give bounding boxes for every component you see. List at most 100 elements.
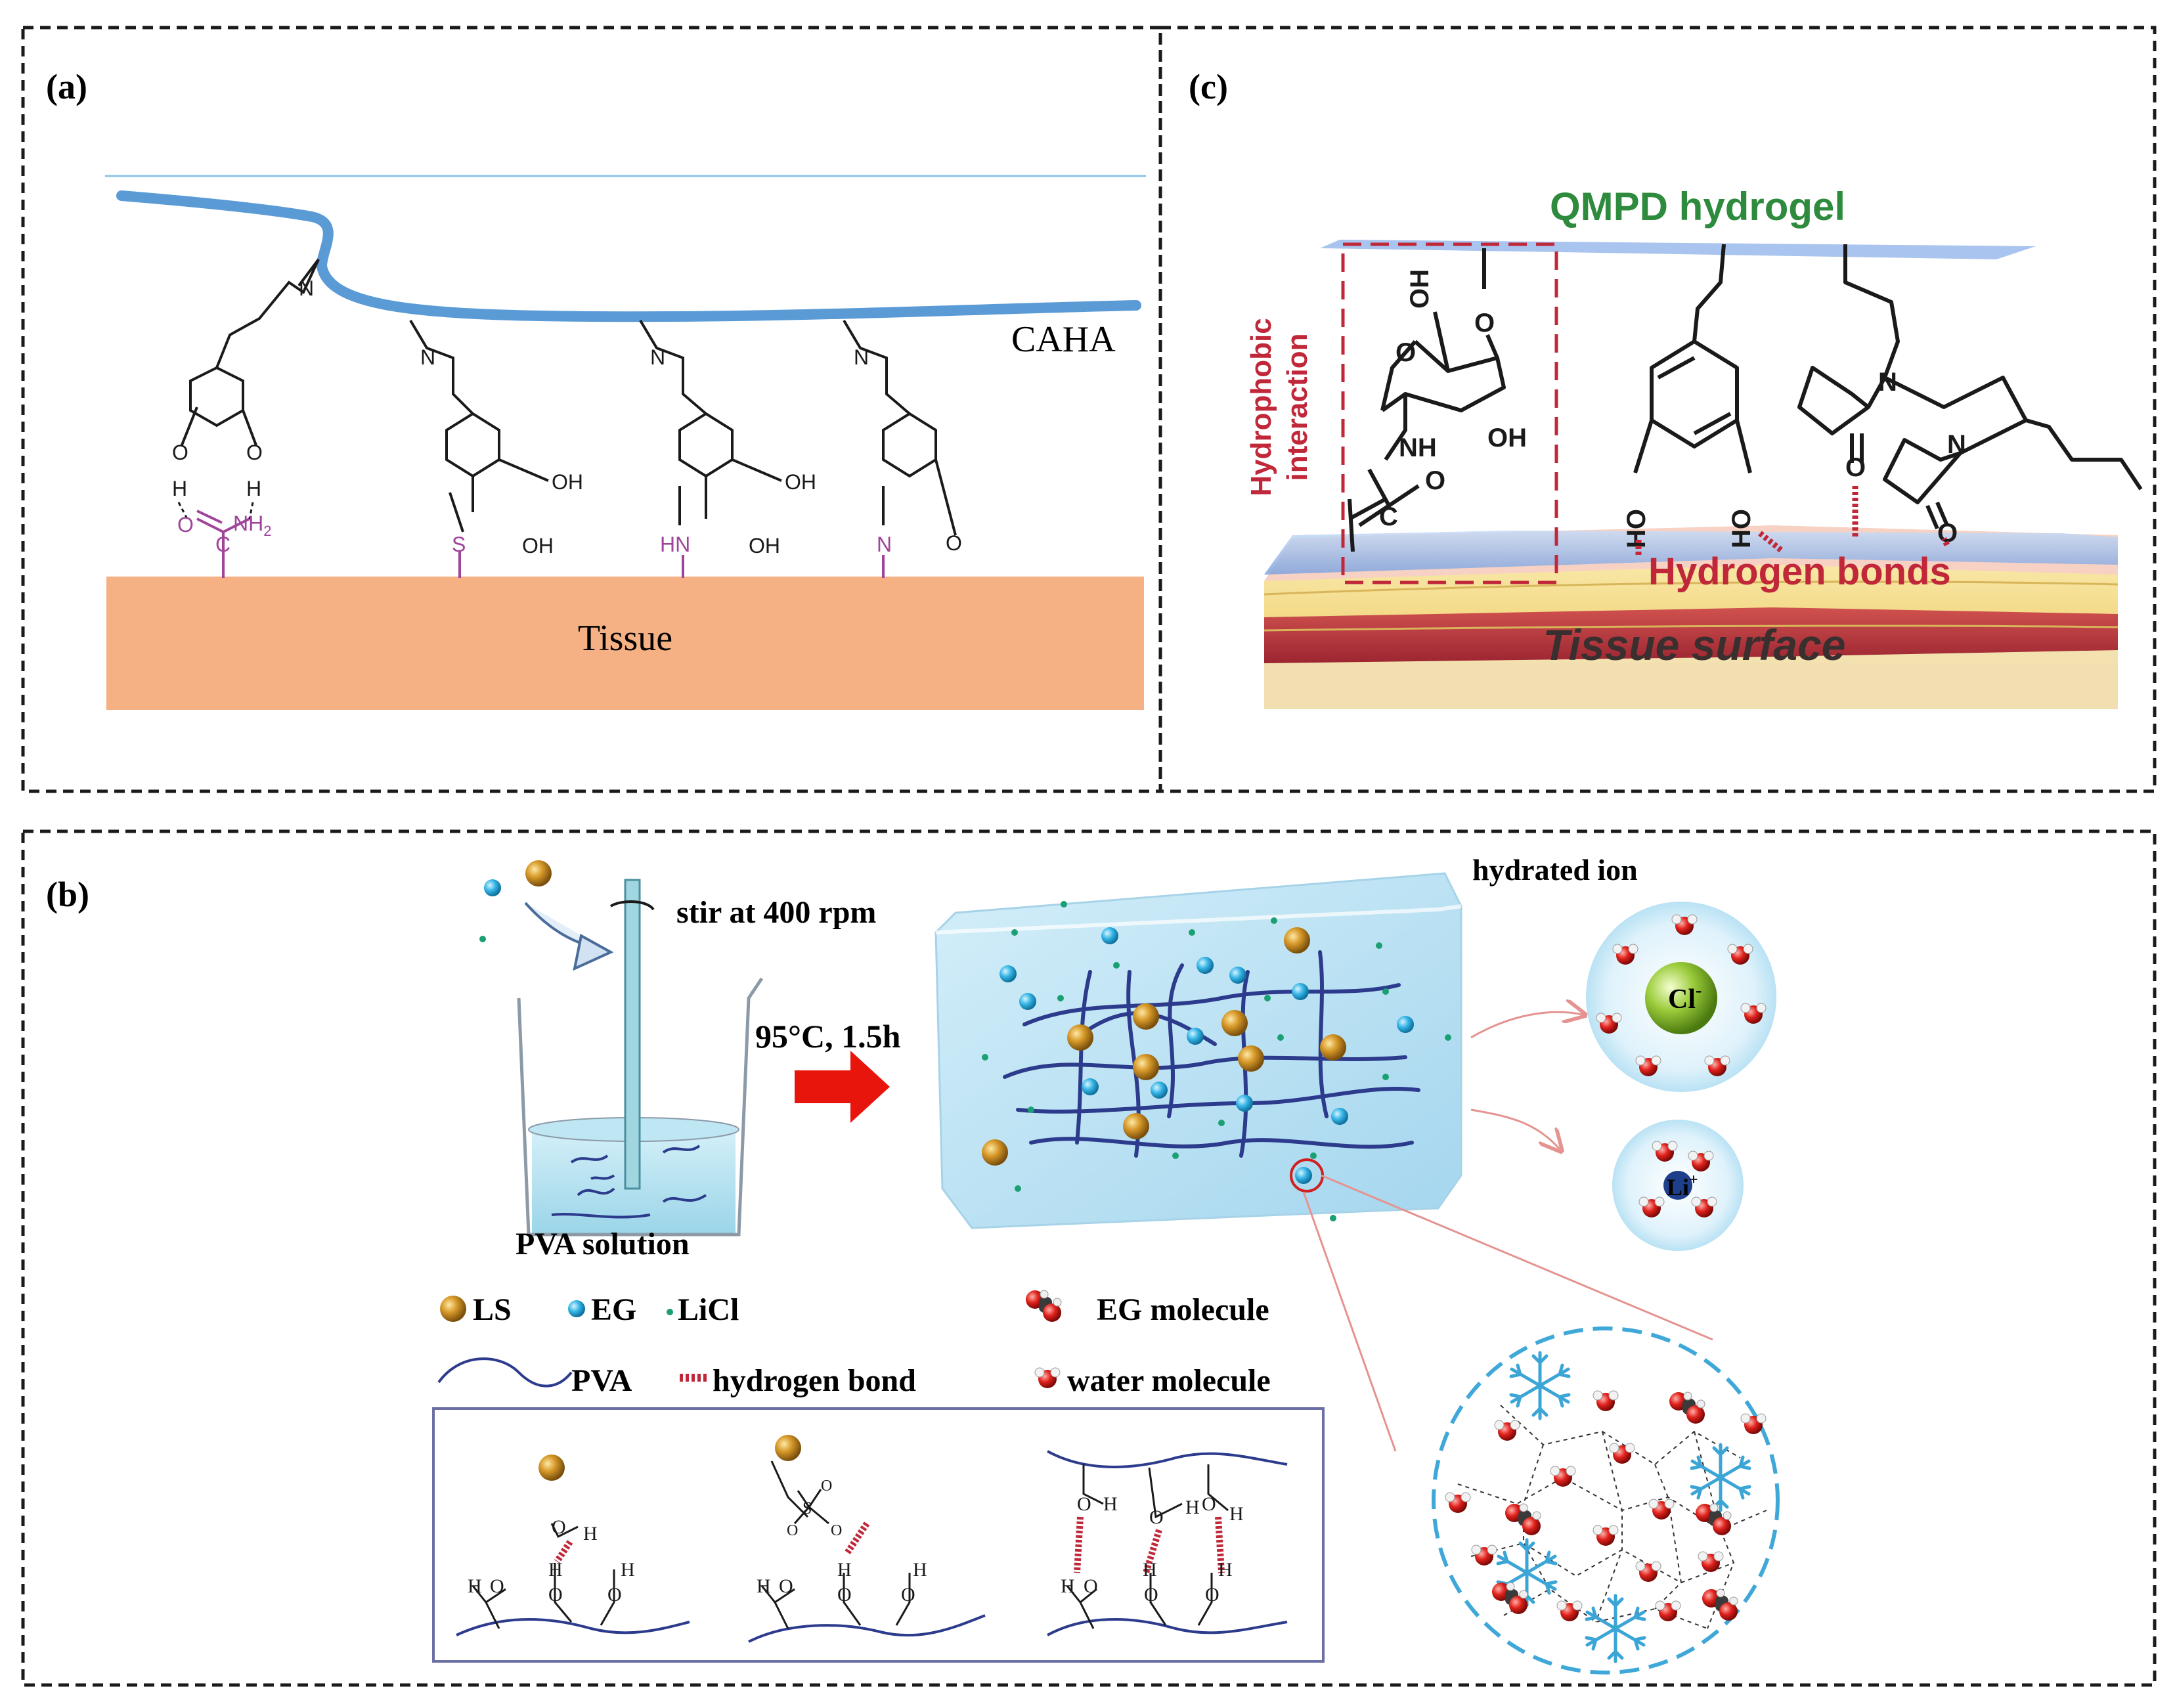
inset-h-2: H bbox=[548, 1559, 563, 1581]
hydrated-ion-title: hydrated ion bbox=[1472, 853, 1638, 887]
process-arrow bbox=[795, 1051, 890, 1123]
inset-o-1: O bbox=[490, 1575, 504, 1597]
tissue-label: Tissue bbox=[578, 618, 672, 659]
inset-o-15: O bbox=[1149, 1506, 1164, 1528]
inset-o-4: O bbox=[552, 1516, 566, 1538]
inset-o-2: O bbox=[548, 1584, 563, 1606]
panel-c: (c) QMPD hydrogel Tissue surface Hydroph… bbox=[1189, 67, 2143, 709]
cl-label: Cl- bbox=[1668, 980, 1702, 1015]
beaker bbox=[479, 860, 764, 1237]
tissue-linkers bbox=[196, 510, 885, 578]
panel-a-hbonds bbox=[177, 502, 254, 519]
inset-h-4: H bbox=[583, 1523, 598, 1544]
caha-label: CAHA bbox=[1011, 319, 1116, 360]
pyr-n-2: N bbox=[1947, 430, 1966, 459]
qmpd-structure bbox=[1348, 244, 2143, 552]
inset-h-9: H bbox=[1143, 1559, 1157, 1581]
amine-hn: HN bbox=[660, 533, 690, 556]
panel-frames bbox=[21, 26, 2157, 1687]
panel-b-frame bbox=[21, 829, 2157, 1687]
imine-n-4: N bbox=[854, 345, 869, 369]
panel-a: (a) Tissue CAHA N N N N bbox=[46, 67, 1146, 710]
tissue-block bbox=[106, 577, 1144, 710]
bonding-inset: H O H O H O O H H O H O H O S O O O H O bbox=[432, 1407, 1325, 1663]
legend: LS EG LiCl EG molecule PVA hydrogen bond… bbox=[437, 1290, 1271, 1398]
legend-licl: LiCl bbox=[678, 1292, 739, 1327]
inset-o-8: O bbox=[821, 1478, 832, 1495]
legend-pva: PVA bbox=[571, 1363, 632, 1398]
inset-o-12: O bbox=[1144, 1584, 1158, 1606]
o-1: O bbox=[172, 441, 188, 464]
quinone-o: O bbox=[946, 531, 962, 555]
panel-b: (b) stir at 400 rpm PVA solution 9 bbox=[46, 853, 1780, 1675]
legend-eg: EG bbox=[591, 1292, 636, 1327]
inset-h-13: H bbox=[1229, 1503, 1244, 1525]
inset-o-9: O bbox=[787, 1522, 798, 1539]
qmpd-title: QMPD hydrogel bbox=[1550, 185, 1845, 229]
inset-s: S bbox=[802, 1499, 812, 1518]
imine-n-1: N bbox=[299, 276, 314, 300]
hydrophobic-label: Hydrophobic bbox=[1245, 318, 1277, 496]
imine-n-2: N bbox=[420, 345, 435, 369]
inset-h-1: H bbox=[468, 1575, 482, 1597]
legend-water-molecule: water molecule bbox=[1067, 1363, 1271, 1398]
inset-h-6: H bbox=[837, 1559, 852, 1581]
panel-a-frame bbox=[21, 26, 1162, 793]
inset-h-11: H bbox=[1103, 1493, 1118, 1515]
catechol-ho-2: HO bbox=[1727, 509, 1756, 548]
oh-a-4: OH bbox=[749, 534, 780, 558]
panel-a-chem-text: N N N N O O H H OH OH OH OH O bbox=[172, 276, 962, 558]
catechol-units bbox=[180, 258, 957, 536]
inset-h-10: H bbox=[1218, 1559, 1233, 1581]
inset-o-10: O bbox=[831, 1522, 842, 1539]
stir-label: stir at 400 rpm bbox=[676, 895, 876, 930]
o-2: O bbox=[246, 441, 263, 464]
legend-ls: LS bbox=[473, 1292, 512, 1327]
tissue-layers bbox=[1263, 525, 2119, 709]
oh-a-3: OH bbox=[785, 470, 816, 494]
inset-h-8: H bbox=[1061, 1575, 1075, 1597]
panel-a-label: (a) bbox=[46, 67, 87, 106]
imine-n-3: N bbox=[650, 345, 665, 369]
inset-h-5: H bbox=[757, 1575, 771, 1597]
inset-h-3: H bbox=[621, 1559, 635, 1581]
pyr-o-1: O bbox=[1845, 453, 1866, 482]
inset-h-12: H bbox=[1185, 1497, 1200, 1518]
caha-polymer-chain bbox=[116, 190, 1141, 322]
beaker-label: PVA solution bbox=[516, 1227, 690, 1261]
amide-c-c: C bbox=[1379, 502, 1398, 531]
pyr-n-1: N bbox=[1878, 368, 1897, 397]
hydrogel-block bbox=[934, 872, 1462, 1229]
inset-o-13: O bbox=[1205, 1584, 1219, 1606]
amide-o: O bbox=[177, 513, 194, 536]
panel-c-frame bbox=[1158, 26, 2157, 793]
condition-label: 95°C, 1.5h bbox=[755, 1018, 901, 1055]
ring-o-top: O bbox=[1474, 309, 1495, 338]
schiff-n: N bbox=[877, 533, 892, 556]
inset-o-6: O bbox=[837, 1584, 852, 1606]
interaction-label: interaction bbox=[1281, 334, 1313, 481]
amide-c: C bbox=[215, 533, 231, 556]
h-2: H bbox=[246, 477, 261, 500]
inset-o-3: O bbox=[607, 1584, 622, 1606]
tissue-surface-label: Tissue surface bbox=[1543, 621, 1845, 669]
legend-hbond: hydrogen bond bbox=[713, 1363, 916, 1398]
oh-a-2: OH bbox=[522, 534, 554, 558]
inset-h-7: H bbox=[913, 1559, 927, 1581]
h-1: H bbox=[172, 477, 187, 500]
callout-arrows bbox=[1302, 1012, 1713, 1452]
zoom-circle bbox=[1432, 1326, 1780, 1675]
sugar-oh-1: OH bbox=[1405, 269, 1434, 309]
inset-o-14: O bbox=[1077, 1493, 1091, 1515]
inset-o-7: O bbox=[901, 1584, 915, 1606]
inset-o-16: O bbox=[1202, 1493, 1216, 1515]
inset-chem-text: H O H O H O O H H O H O H O S O O O H O bbox=[468, 1478, 1244, 1606]
panel-c-label: (c) bbox=[1189, 67, 1228, 106]
hydrogen-bonds-label: Hydrogen bonds bbox=[1648, 550, 1951, 593]
inset-o-11: O bbox=[1084, 1575, 1098, 1597]
sugar-oh-2: OH bbox=[1487, 424, 1527, 452]
cl-hydrated-sphere: Cl- bbox=[1586, 902, 1776, 1092]
thioether-s: S bbox=[452, 533, 466, 556]
li-hydrated-sphere: Li+ bbox=[1612, 1120, 1744, 1251]
